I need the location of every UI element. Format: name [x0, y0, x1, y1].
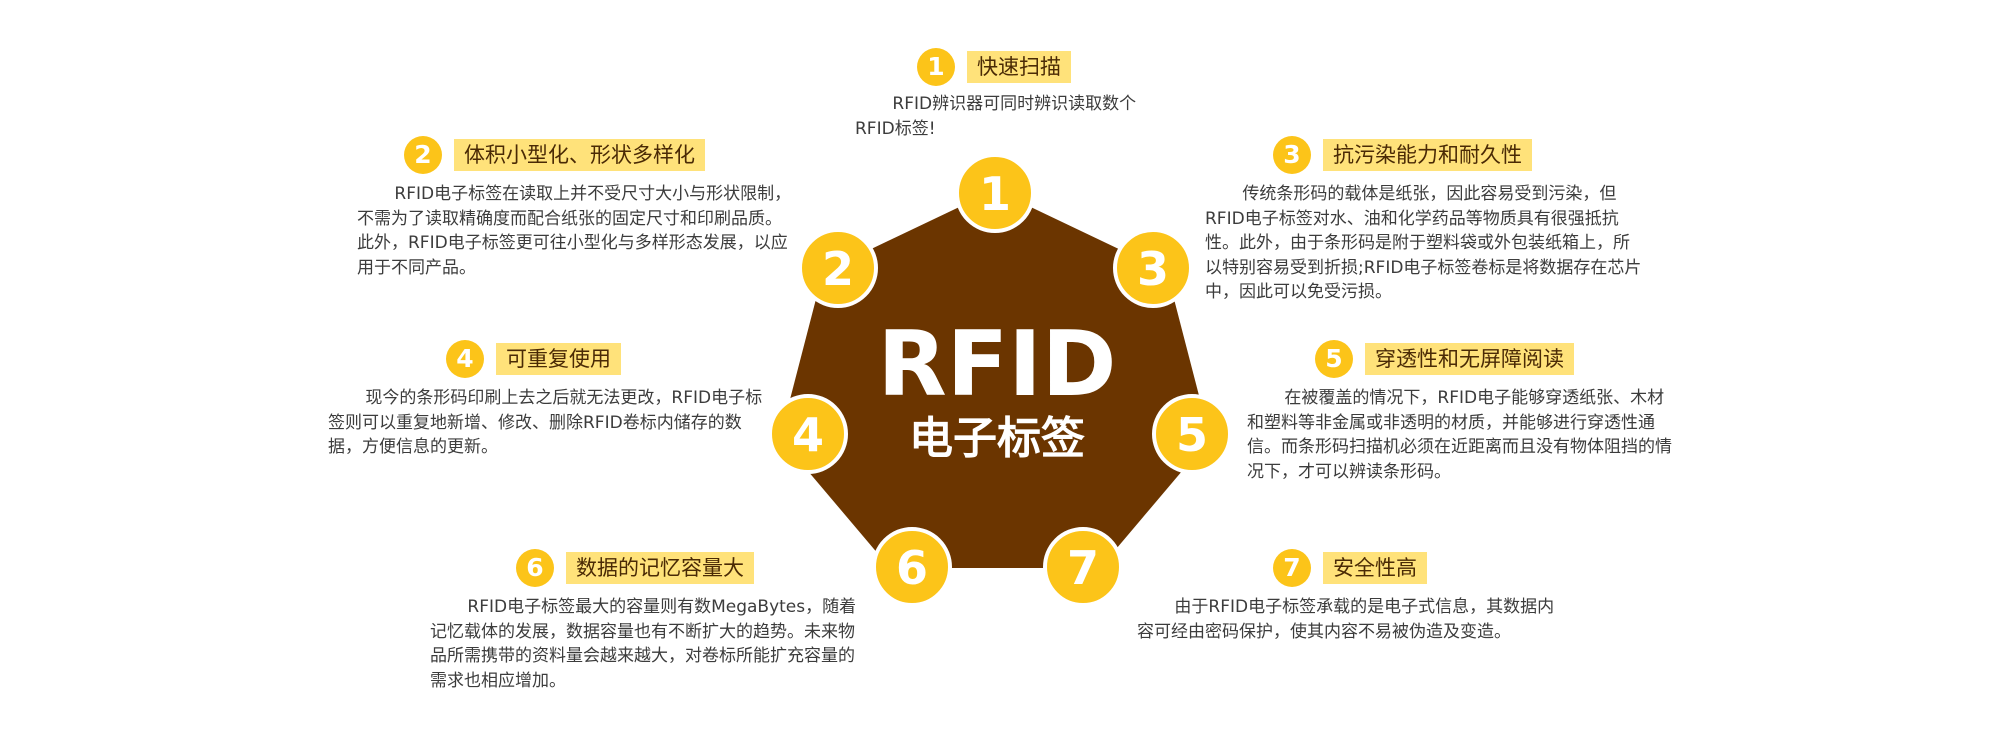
feature-number-badge: 7 [1273, 549, 1311, 587]
feature-durability: 3 抗污染能力和耐久性 传统条形码的载体是纸张，因此容易受到污染，但RFID电子… [1205, 136, 1642, 305]
node-number: 4 [792, 408, 824, 462]
feature-small-size: 2 体积小型化、形状多样化 RFID电子标签在读取上并不受尺寸大小与形状限制，不… [357, 136, 792, 280]
node-number: 5 [1176, 408, 1208, 462]
node-1: 1 [955, 153, 1035, 233]
feature-number-badge: 4 [446, 340, 484, 378]
node-5: 5 [1152, 394, 1232, 474]
feature-number-badge: 6 [516, 549, 554, 587]
center-title: RFID [878, 312, 1117, 417]
node-3: 3 [1113, 228, 1193, 308]
feature-description: RFID电子标签最大的容量则有数MegaBytes，随着记忆载体的发展，数据容量… [430, 597, 857, 691]
node-6: 6 [872, 527, 952, 607]
feature-description: 由于RFID电子标签承载的是电子式信息，其数据内容可经由密码保护，使其内容不易被… [1137, 597, 1555, 642]
feature-title: 安全性高 [1323, 552, 1427, 584]
feature-description: RFID电子标签在读取上并不受尺寸大小与形状限制，不需为了读取精确度而配合纸张的… [357, 184, 792, 278]
feature-number-badge: 3 [1273, 136, 1311, 174]
feature-number-badge: 1 [917, 48, 955, 86]
node-4: 4 [768, 394, 848, 474]
feature-security: 7 安全性高 由于RFID电子标签承载的是电子式信息，其数据内容可经由密码保护，… [1137, 549, 1557, 644]
feature-description: RFID辨识器可同时辨识读取数个RFID标签! [855, 94, 1137, 139]
feature-penetration: 5 穿透性和无屏障阅读 在被覆盖的情况下，RFID电子能够穿透纸张、木材和塑料等… [1247, 340, 1672, 484]
feature-number-badge: 2 [404, 136, 442, 174]
node-number: 2 [822, 242, 854, 296]
node-number: 6 [896, 541, 928, 595]
feature-description: 传统条形码的载体是纸张，因此容易受到污染，但RFID电子标签对水、油和化学药品等… [1205, 184, 1642, 302]
center-heptagon [780, 190, 1210, 568]
feature-description: 现今的条形码印刷上去之后就无法更改，RFID电子标签则可以重复地新增、修改、删除… [328, 388, 763, 457]
node-number: 1 [979, 167, 1011, 221]
feature-quick-scan: 1 快速扫描 RFID辨识器可同时辨识读取数个RFID标签! [855, 48, 1155, 141]
feature-title: 可重复使用 [496, 343, 621, 375]
node-number: 3 [1137, 242, 1169, 296]
feature-number-badge: 5 [1315, 340, 1353, 378]
feature-title: 快速扫描 [967, 51, 1071, 83]
feature-memory-capacity: 6 数据的记忆容量大 RFID电子标签最大的容量则有数MegaBytes，随着记… [430, 549, 870, 693]
feature-title: 数据的记忆容量大 [566, 552, 754, 584]
node-7: 7 [1043, 527, 1123, 607]
node-2: 2 [798, 228, 878, 308]
feature-reusable: 4 可重复使用 现今的条形码印刷上去之后就无法更改，RFID电子标签则可以重复地… [328, 340, 765, 460]
feature-title: 体积小型化、形状多样化 [454, 139, 705, 171]
node-number: 7 [1067, 541, 1099, 595]
center-subtitle: 电子标签 [909, 413, 1085, 464]
feature-title: 抗污染能力和耐久性 [1323, 139, 1532, 171]
feature-title: 穿透性和无屏障阅读 [1365, 343, 1574, 375]
feature-description: 在被覆盖的情况下，RFID电子能够穿透纸张、木材和塑料等非金属或非透明的材质，并… [1247, 388, 1672, 482]
